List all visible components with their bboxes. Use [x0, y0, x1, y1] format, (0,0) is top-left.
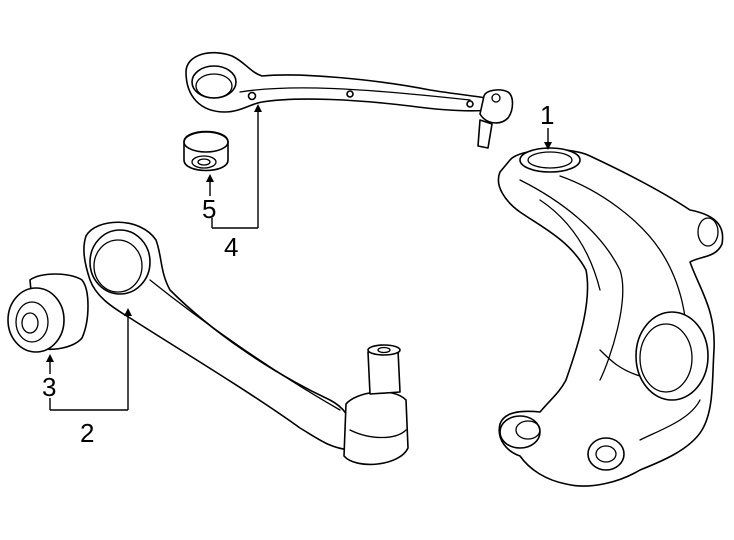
lower-arm-bushing — [7, 273, 89, 353]
callout-3: 3 — [42, 372, 56, 402]
callout-2: 2 — [80, 418, 94, 448]
lower-control-arm — [83, 221, 409, 466]
steering-knuckle — [497, 147, 724, 487]
upper-control-arm — [185, 52, 514, 149]
callout-5: 5 — [202, 194, 216, 224]
upper-arm-bushing — [183, 130, 229, 172]
callout-4: 4 — [224, 232, 238, 262]
callout-leaders — [46, 104, 552, 411]
callout-1: 1 — [540, 100, 554, 130]
